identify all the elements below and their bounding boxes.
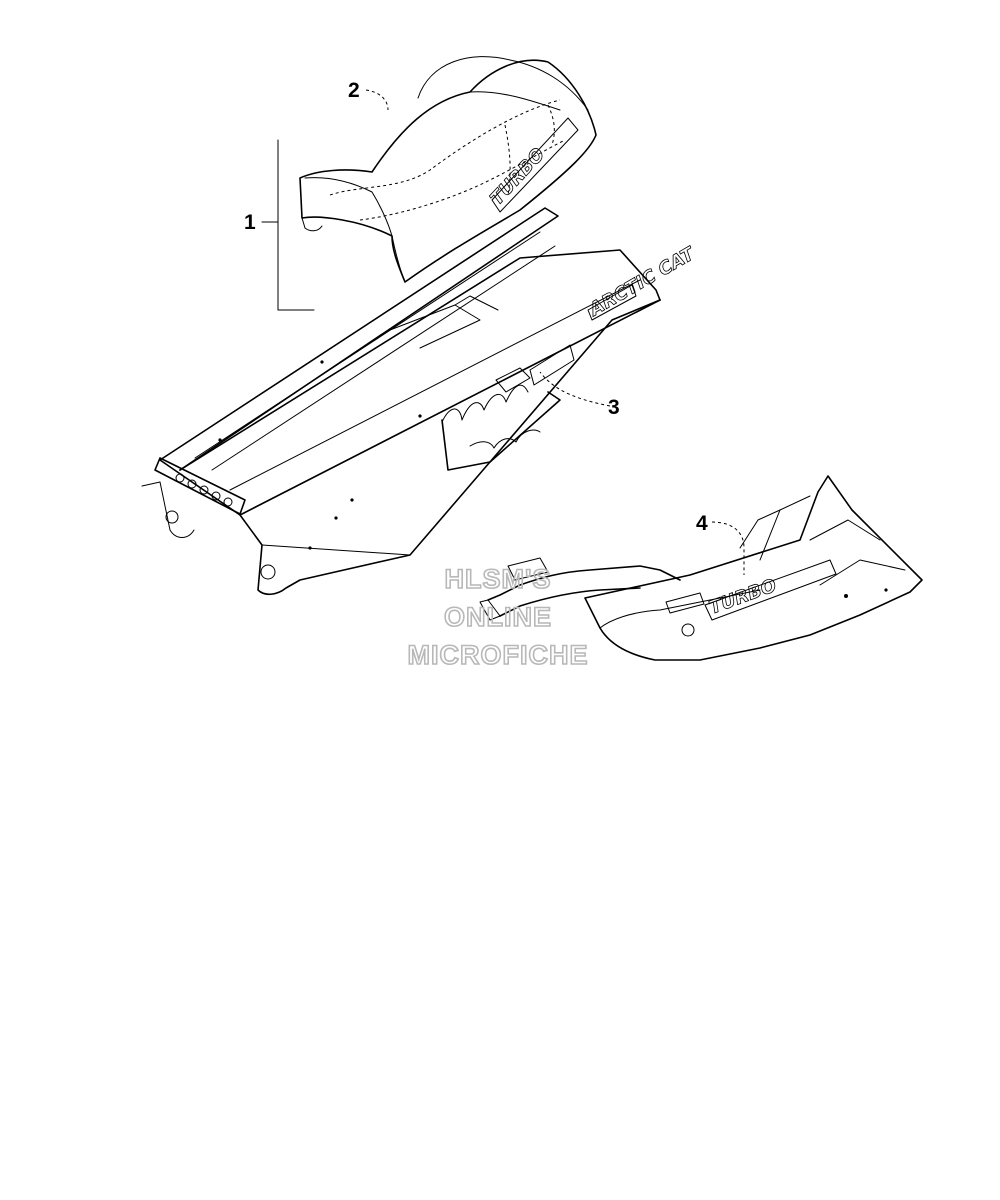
callout-2-label: 2 [348, 79, 360, 102]
seat-decal-text: TURBO [486, 144, 549, 209]
watermark-line-1: HLSM'S [445, 564, 552, 594]
callout-4-label: 4 [696, 512, 708, 535]
side-panel-decal-text: TURBO [707, 575, 780, 619]
callout-1-label: 1 [244, 211, 256, 234]
leader-lines [365, 89, 745, 575]
callout-1-bracket [261, 139, 315, 311]
watermark-line-2: ONLINE [444, 602, 552, 632]
watermark: HLSM'S ONLINE MICROFICHE [407, 563, 589, 671]
watermark-line-3: MICROFICHE [408, 640, 589, 670]
callout-3-label: 3 [608, 396, 620, 419]
